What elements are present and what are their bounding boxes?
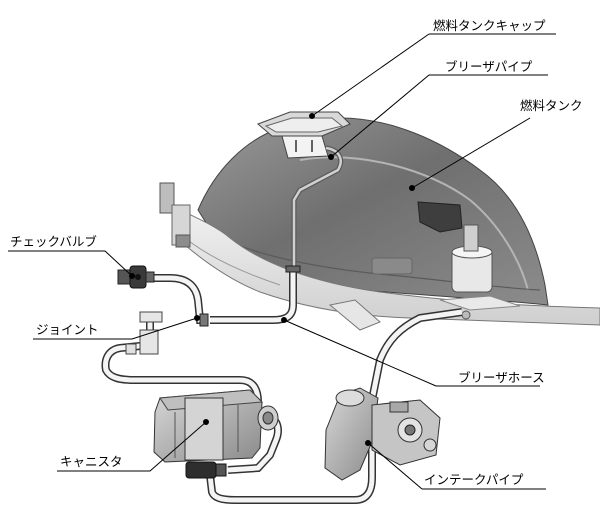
frame-illustration bbox=[159, 182, 600, 331]
joint-illustration bbox=[125, 311, 163, 355]
label-fuel-tank: 燃料タンク bbox=[520, 98, 583, 113]
label-intake-pipe: インテークパイプ bbox=[424, 472, 524, 487]
fuel-tank-cap-illustration bbox=[257, 111, 351, 159]
label-breather-hose: ブリーザホース bbox=[458, 370, 545, 385]
breather-pipe-illustration bbox=[291, 145, 344, 270]
label-check-valve: チェックバルブ bbox=[10, 234, 97, 249]
leader-lines bbox=[8, 33, 556, 490]
label-canister: キャニスタ bbox=[60, 454, 123, 469]
intake-pipe-illustration bbox=[324, 387, 441, 481]
label-joint: ジョイント bbox=[36, 322, 99, 337]
fuel-tank-illustration bbox=[197, 117, 549, 306]
hose-network bbox=[101, 265, 463, 504]
label-breather-pipe: ブリーザパイプ bbox=[445, 59, 533, 74]
check-valve-illustration bbox=[117, 265, 155, 289]
label-fuel-tank-cap: 燃料タンクキャップ bbox=[433, 18, 546, 33]
